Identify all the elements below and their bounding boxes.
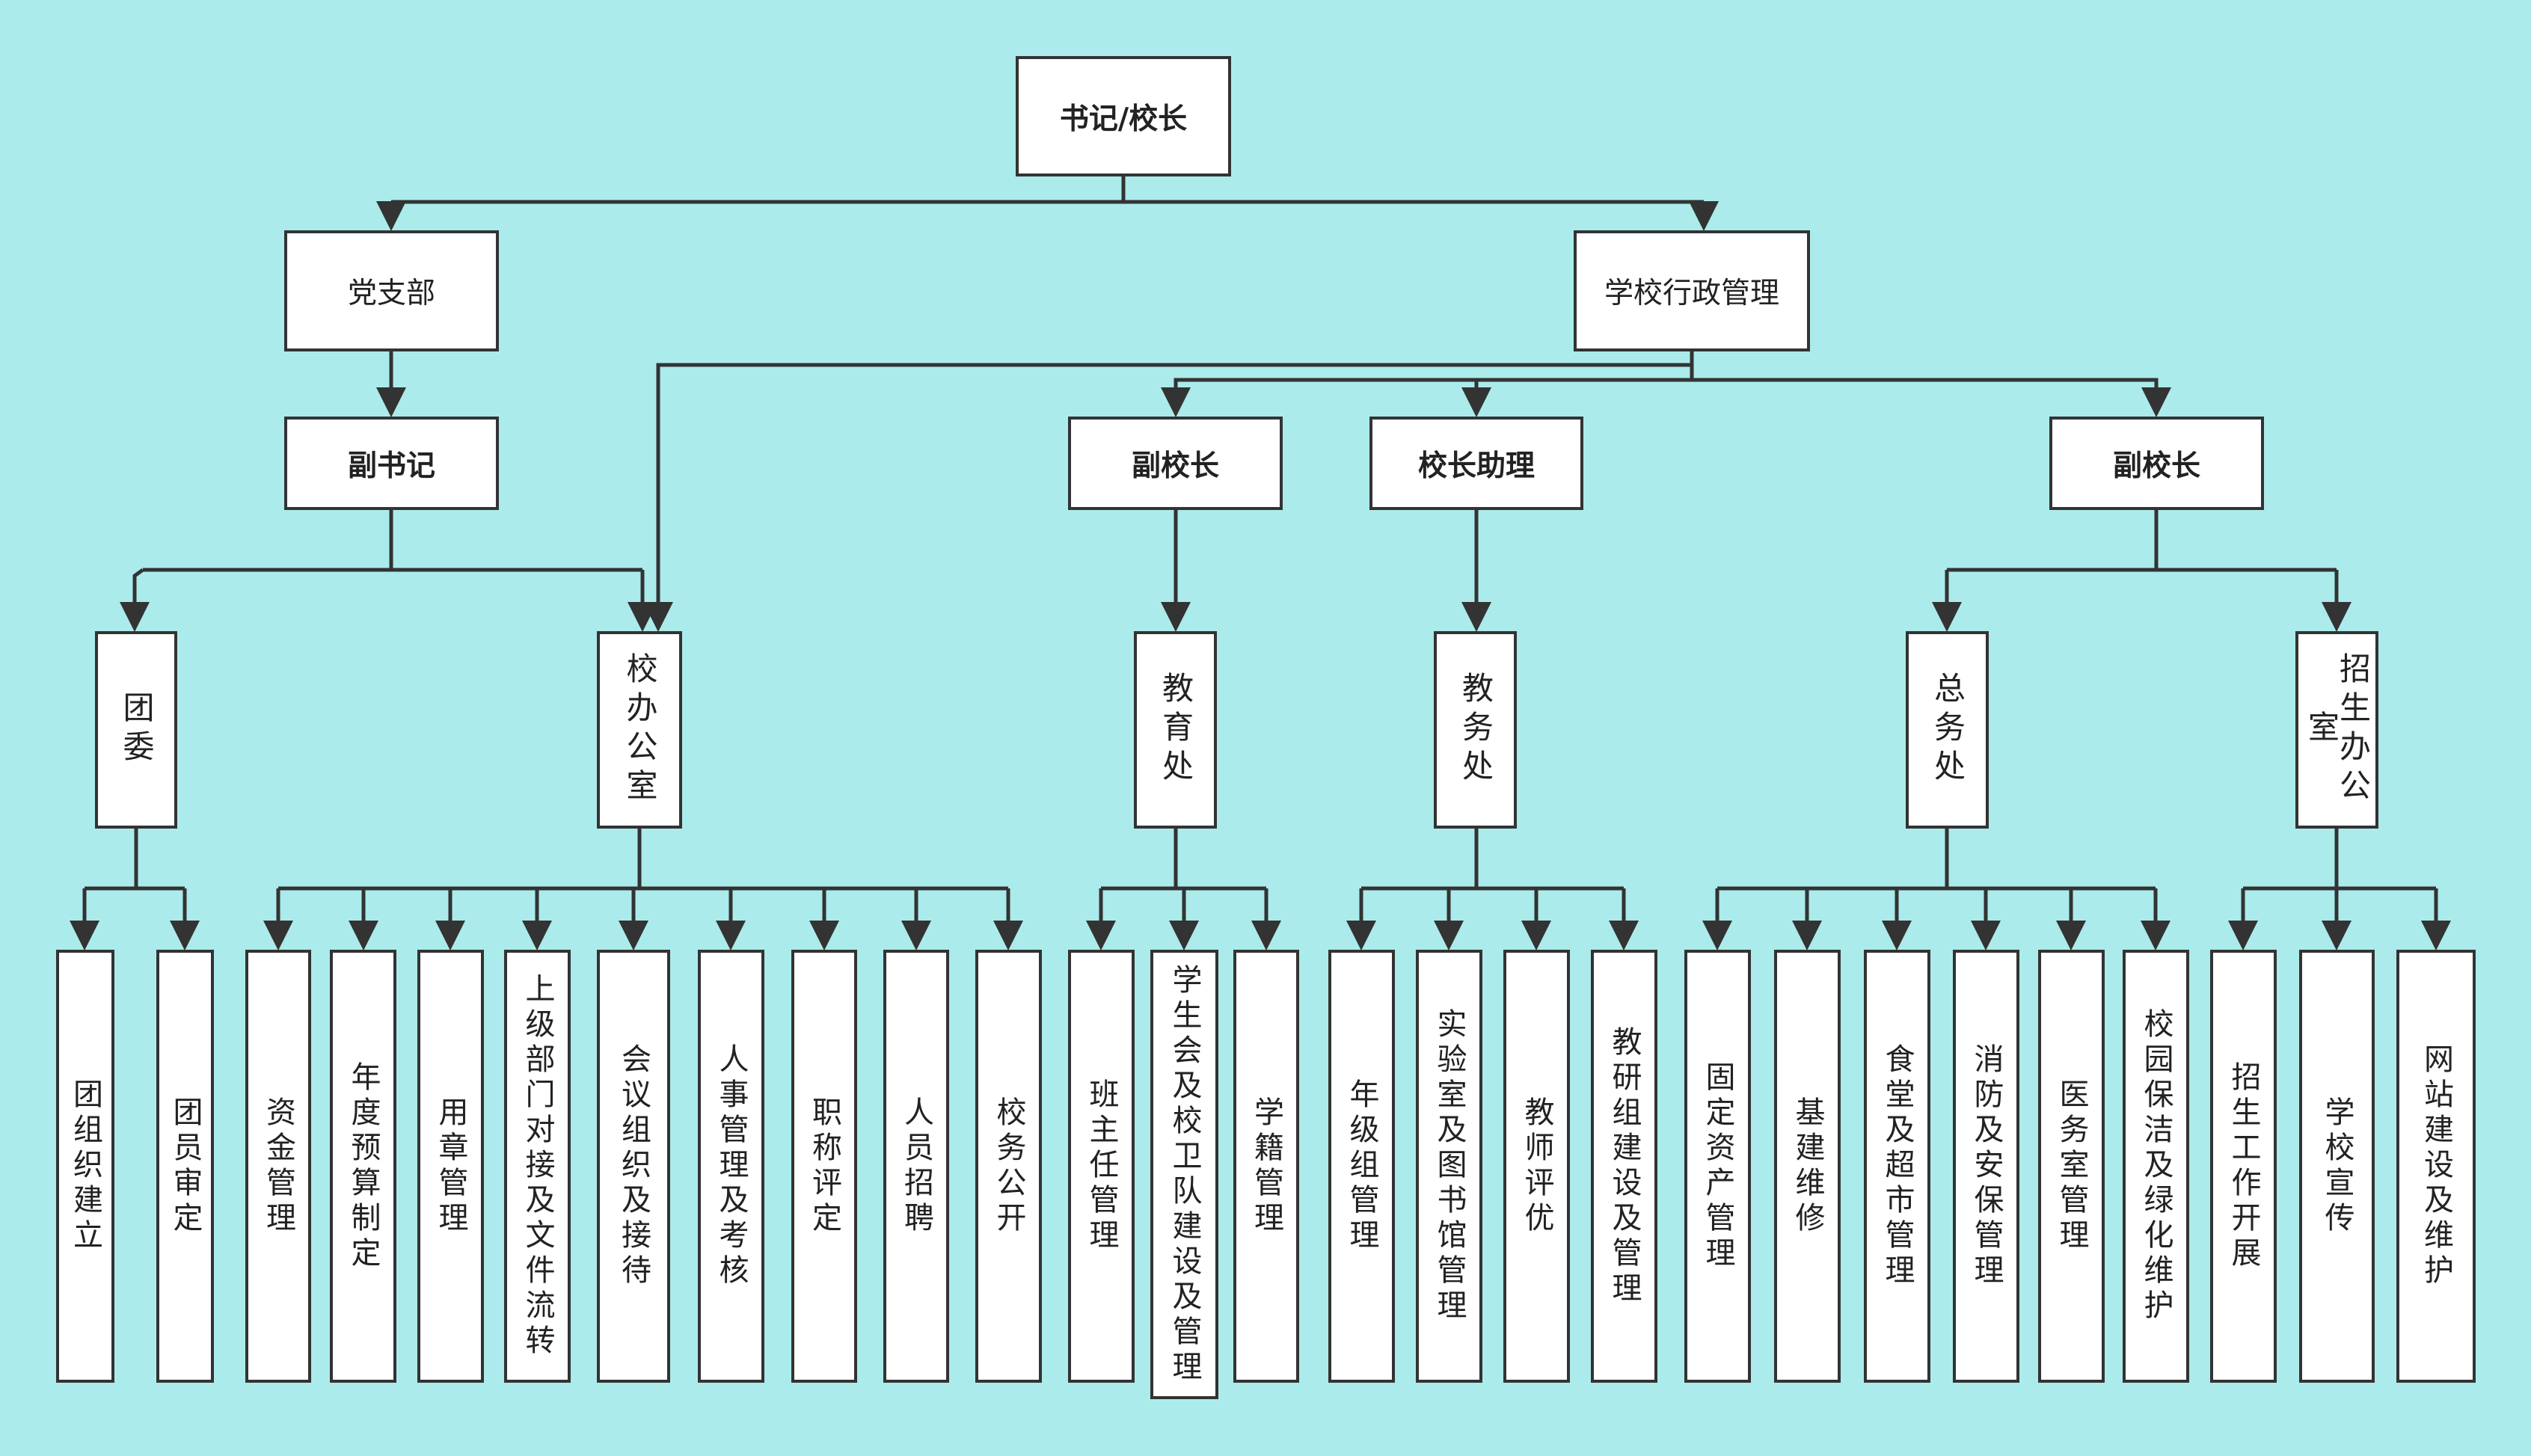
leaf-fixed-assets: 固定资产管理 [1684, 950, 1751, 1383]
node-label: 学校行政管理 [1604, 277, 1779, 310]
node-principal-office: 校办公室 [597, 631, 682, 829]
leaf-clinic: 医务室管理 [2038, 950, 2105, 1383]
node-vice-principal-1: 副校长 [1068, 417, 1283, 510]
node-label: 校办公室 [622, 652, 658, 808]
leaf-meeting-reception: 会议组织及接待 [597, 950, 670, 1383]
node-label: 职称评定 [807, 1096, 841, 1237]
node-label: 上级部门对接及文件流转 [520, 973, 555, 1360]
node-label: 校务公开 [991, 1096, 1026, 1237]
node-label: 资金管理 [261, 1096, 295, 1237]
node-label: 招生办公室 [2303, 652, 2372, 808]
node-youth-league: 团委 [95, 631, 177, 829]
node-label: 学校宣传 [2319, 1096, 2354, 1237]
leaf-teacher-awards: 教师评优 [1503, 950, 1570, 1383]
node-label: 招生工作开展 [2226, 1060, 2261, 1272]
node-general-affairs-office: 总务处 [1906, 631, 1989, 829]
leaf-research-group: 教研组建设及管理 [1591, 950, 1657, 1383]
node-label: 党支部 [347, 277, 435, 310]
node-label: 基建维修 [1790, 1096, 1825, 1237]
connector-to-youth-league [120, 568, 150, 632]
node-label: 固定资产管理 [1700, 1060, 1735, 1272]
node-party-branch: 党支部 [284, 230, 499, 351]
node-academic-office: 教务处 [1434, 631, 1517, 829]
leaf-personnel-assessment: 人事管理及考核 [698, 950, 764, 1383]
node-label: 人事管理及考核 [714, 1043, 749, 1289]
node-admissions-office: 招生办公室 [2295, 631, 2378, 829]
leaf-website-maintenance: 网站建设及维护 [2396, 950, 2476, 1383]
node-label: 教研组建设及管理 [1607, 1025, 1642, 1307]
leaf-league-organization: 团组织建立 [56, 950, 114, 1383]
leaf-construction-repair: 基建维修 [1774, 950, 1841, 1383]
node-label: 食堂及超市管理 [1880, 1043, 1915, 1289]
leaf-liaison-documents: 上级部门对接及文件流转 [504, 950, 571, 1383]
leaf-title-evaluation: 职称评定 [791, 950, 857, 1383]
leaf-member-review: 团员审定 [156, 950, 214, 1383]
node-label: 校长助理 [1417, 449, 1535, 483]
node-label: 教师评优 [1519, 1096, 1554, 1237]
leaf-student-records: 学籍管理 [1233, 950, 1299, 1383]
leaf-recruitment: 人员招聘 [883, 950, 949, 1383]
node-label: 副书记 [347, 449, 435, 483]
leaf-lab-library: 实验室及图书馆管理 [1416, 950, 1482, 1383]
leaf-fire-security: 消防及安保管理 [1953, 950, 2019, 1383]
node-label: 人员招聘 [899, 1096, 933, 1237]
leaf-affairs-disclosure: 校务公开 [975, 950, 1042, 1383]
leaf-fund-management: 资金管理 [245, 950, 311, 1383]
node-label: 副校长 [2112, 449, 2200, 483]
leaf-class-teacher-management: 班主任管理 [1068, 950, 1135, 1383]
leaf-admissions-work: 招生工作开展 [2210, 950, 2277, 1383]
node-label: 年度预算制定 [346, 1060, 381, 1272]
leaf-school-publicity: 学校宣传 [2299, 950, 2375, 1383]
node-label: 实验室及图书馆管理 [1432, 1008, 1467, 1324]
node-label: 副校长 [1131, 449, 1219, 483]
leaf-seal-management: 用章管理 [417, 950, 484, 1383]
node-label: 消防及安保管理 [1969, 1043, 2004, 1289]
node-label: 会议组织及接待 [616, 1043, 651, 1289]
leaf-canteen-store: 食堂及超市管理 [1864, 950, 1930, 1383]
node-label: 教育处 [1157, 672, 1194, 788]
connector-to-vice-principal-1 [1161, 351, 1694, 417]
node-label: 团委 [118, 691, 155, 769]
leaf-grade-group: 年级组管理 [1328, 950, 1395, 1383]
node-deputy-secretary: 副书记 [284, 417, 499, 510]
node-root: 书记/校长 [1016, 56, 1231, 176]
node-label: 医务室管理 [2054, 1078, 2089, 1254]
node-label: 用章管理 [433, 1096, 468, 1237]
leaf-campus-cleaning-greening: 校园保洁及绿化维护 [2123, 950, 2189, 1383]
node-label: 团员审定 [168, 1096, 203, 1237]
connector-to-vice-principal-2 [1692, 378, 2171, 417]
leaf-annual-budget: 年度预算制定 [330, 950, 396, 1383]
node-label: 书记/校长 [1059, 102, 1188, 136]
node-label: 总务处 [1929, 672, 1966, 788]
node-label: 学籍管理 [1249, 1096, 1283, 1237]
node-school-admin: 学校行政管理 [1574, 230, 1810, 351]
node-label: 学生会及校卫队建设及管理 [1167, 963, 1202, 1386]
node-principal-assistant: 校长助理 [1369, 417, 1583, 510]
node-vice-principal-2: 副校长 [2049, 417, 2264, 510]
node-label: 教务处 [1457, 672, 1494, 788]
node-label: 年级组管理 [1344, 1078, 1379, 1254]
node-label: 网站建设及维护 [2419, 1043, 2453, 1289]
node-label: 团组织建立 [68, 1078, 102, 1254]
node-label: 校园保洁及绿化维护 [2138, 1008, 2173, 1324]
leaf-student-union-guard: 学生会及校卫队建设及管理 [1150, 950, 1218, 1399]
node-education-office: 教育处 [1134, 631, 1217, 829]
node-label: 班主任管理 [1084, 1078, 1119, 1254]
